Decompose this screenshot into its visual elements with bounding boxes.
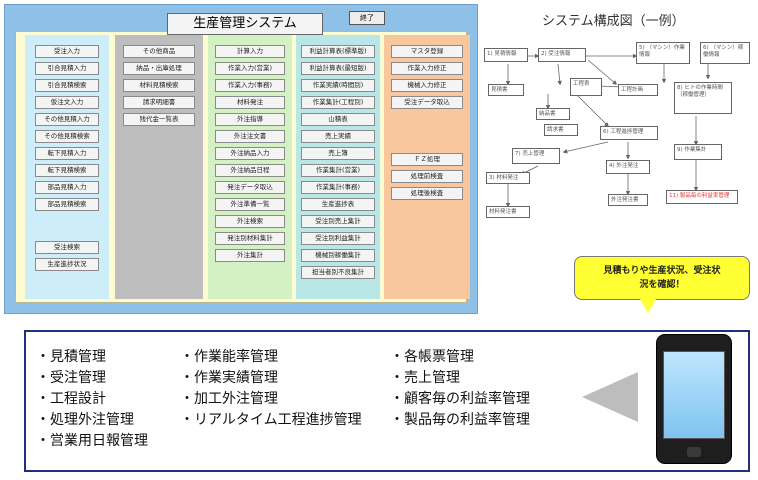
menu-button[interactable]: 材料見積検索 [123,79,195,92]
menu-button[interactable]: 請求明細書 [123,96,195,109]
arch-node-highlight: 11) 製品毎の利益率管理 [666,190,738,204]
menu-button[interactable]: 生産進捗表 [301,198,375,211]
menu-button[interactable]: 部品見積入力 [35,181,99,194]
left-triangle-arrow-icon [582,372,638,422]
feature-item: ・処理外注管理 [36,412,134,428]
arch-node: 納品書 [536,108,570,120]
arch-node: 材料発注書 [486,206,530,218]
feature-item: ・作業実績管理 [180,370,278,386]
menu-button[interactable]: 売上実績 [301,130,375,143]
menu-button[interactable]: 計算入力 [215,45,285,58]
menu-button[interactable]: 残代金一覧表 [123,113,195,126]
menu-button[interactable]: 受注データ取込 [391,96,463,109]
menu-button[interactable]: 売上簿 [301,147,375,160]
menu-button[interactable]: その他見積入力 [35,113,99,126]
menu-button[interactable]: 部品見積検索 [35,198,99,211]
arch-node: 6) 工程進捗管理 [600,126,658,140]
menu-button[interactable]: 外注集計 [215,249,285,262]
menu-button[interactable]: 外注注文書 [215,130,285,143]
menu-button[interactable]: 機械別稼働集計 [301,249,375,262]
feature-list-box: ・見積管理 ・受注管理 ・工程設計 ・処理外注管理 ・営業用日報管理 ・作業能率… [24,330,750,472]
menu-button[interactable]: 材料発注 [215,96,285,109]
menu-button[interactable]: 処理前検査 [391,170,463,183]
menu-button[interactable]: 生産進捗状況 [35,258,99,271]
menu-button[interactable]: 転下見積入力 [35,147,99,160]
arch-node: 工程計画 [618,84,658,96]
feature-item: ・加工外注管理 [180,391,278,407]
menu-button[interactable]: 作業集計(営業) [301,164,375,177]
menu-button[interactable]: 引合見積検索 [35,79,99,92]
menu-button[interactable]: ＦＺ処理 [391,153,463,166]
phone-screen [663,351,725,439]
arch-node: 4) 外注発注 [606,160,650,174]
arch-node: 1) 見積情報 [484,48,528,62]
arch-node: 外注発注書 [608,194,648,206]
feature-item: ・工程設計 [36,391,106,407]
menu-button[interactable]: 機械入力修正 [391,79,463,92]
callout-bubble: 見積もりや生産状況、受注状 況を確認！ [574,256,750,300]
arch-node: 6) （マシン）稼働情報 [700,42,750,64]
menu-button[interactable]: 作業集計(事務) [301,181,375,194]
callout-line: 況を確認！ [639,280,685,290]
menu-button[interactable]: 引合見積入力 [35,62,99,75]
menu-button[interactable]: 担当者別不良集計 [301,266,375,279]
feature-item: ・リアルタイム工程進捗管理 [180,412,362,428]
architecture-title: システム構成図（一例） [542,14,685,29]
feature-item: ・作業能率管理 [180,349,278,365]
menu-button[interactable]: 受注別売上集計 [301,215,375,228]
menu-button[interactable]: 外注納品日程 [215,164,285,177]
arch-node: 7) 売上管理 [512,148,560,164]
menu-button[interactable]: その他商品 [123,45,195,58]
menu-button[interactable]: 山積表 [301,113,375,126]
feature-item: ・受注管理 [36,370,106,386]
menu-button[interactable]: その他見積検索 [35,130,99,143]
feature-item: ・営業用日報管理 [36,433,148,449]
menu-button[interactable]: 利益計算表(標準版) [301,45,375,58]
arch-node: 2) 受注情報 [538,48,586,62]
callout-tail [640,299,656,313]
phone-home-button [687,447,701,457]
callout-line: 見積もりや生産状況、受注状 [603,266,721,276]
menu-button[interactable]: 発注データ取込 [215,181,285,194]
menu-button[interactable]: 仮注文入力 [35,96,99,109]
arch-node: 9) 作業集計 [674,144,722,160]
arch-node: 5) （マシン）作業情報 [636,42,690,64]
arch-node: 請求書 [544,124,578,136]
menu-button[interactable]: 外注指導 [215,113,285,126]
menu-button[interactable]: 外注納品入力 [215,147,285,160]
menu-button[interactable]: 受注別利益集計 [301,232,375,245]
menu-button[interactable]: 利益計算表(最短版) [301,62,375,75]
feature-item: ・見積管理 [36,349,106,365]
menu-button[interactable]: 作業入力修正 [391,62,463,75]
architecture-diagram: 1) 見積情報 2) 受注情報 5) （マシン）作業情報 6) （マシン）稼働情… [478,34,754,224]
menu-button[interactable]: 発注別材料集計 [215,232,285,245]
menu-button[interactable]: 受注入力 [35,45,99,58]
menu-button[interactable]: 外注準備一覧 [215,198,285,211]
feature-item: ・各帳票管理 [390,349,474,365]
menu-title: 生産管理システム [167,13,323,35]
smartphone-icon [656,334,732,464]
arch-node: 8) ヒトの作業時間（稼働管理） [674,82,732,114]
menu-button[interactable]: マスタ登録 [391,45,463,58]
menu-button[interactable]: 処理後検査 [391,187,463,200]
menu-button[interactable]: 納品・出庫処理 [123,62,195,75]
menu-button[interactable]: 転下見積検索 [35,164,99,177]
menu-button[interactable]: 作業入力(事務) [215,79,285,92]
arch-node: 見積書 [488,84,524,96]
menu-button[interactable]: 受注検索 [35,241,99,254]
arch-node: 3) 材料発注 [486,172,530,184]
architecture-connectors [478,34,754,224]
arch-node: 工程表 [570,78,602,96]
feature-item: ・売上管理 [390,370,460,386]
menu-button[interactable]: 作業入力(営業) [215,62,285,75]
menu-button[interactable]: 作業集計(工程別) [301,96,375,109]
exit-button[interactable]: 終了 [349,11,385,25]
menu-window: 生産管理システム 終了 受注入力引合見積入力引合見積検索仮注文入力その他見積入力… [4,4,478,314]
feature-item: ・製品毎の利益率管理 [390,412,530,428]
menu-button[interactable]: 外注検索 [215,215,285,228]
feature-item: ・顧客毎の利益率管理 [390,391,530,407]
menu-button[interactable]: 作業実績(時間別) [301,79,375,92]
